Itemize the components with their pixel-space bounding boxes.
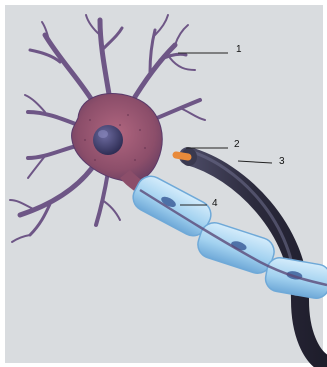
nucleus (93, 125, 123, 155)
axon-core (176, 155, 188, 157)
callout-label-2: 2 (234, 140, 240, 150)
callout-label-1: 1 (236, 45, 242, 55)
callout-label-3: 3 (279, 157, 285, 167)
callout-label-4: 4 (212, 199, 218, 209)
nucleus-highlight (98, 130, 108, 138)
